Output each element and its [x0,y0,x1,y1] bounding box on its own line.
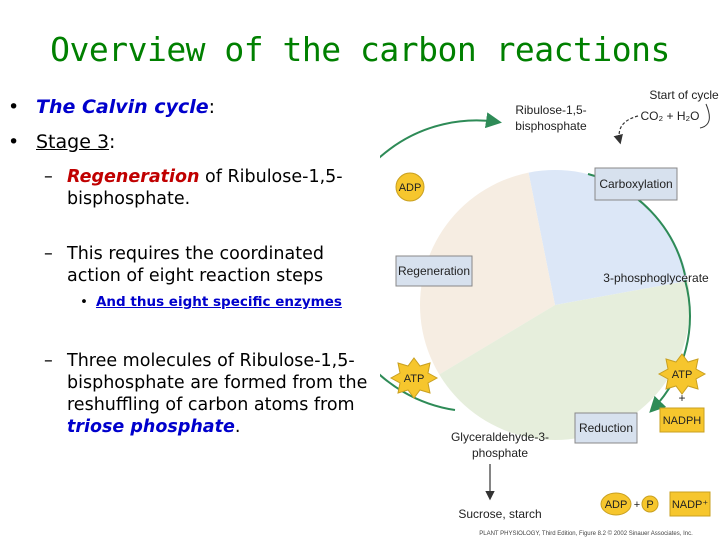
adp-badge-left [395,172,425,202]
start-of-cycle-label: Start of cycle [649,88,719,102]
nadph-label: NADPH [663,415,702,427]
atp-burst-right [657,353,707,395]
regeneration-emphasis: Regeneration [67,167,200,187]
region-reduction [420,275,690,440]
bullet-stage-3: •Stage 3: [8,131,116,153]
nadp-label: NADP⁺ [672,499,709,511]
carboxylation-box [594,167,678,201]
sub-bullet-regeneration: – Regeneration of Ribulose-1,5- bisphosp… [44,167,343,209]
enzymes-link[interactable]: And thus eight specific enzymes [95,294,342,310]
co2-h2o-label: CO₂ + H₂O [641,109,700,123]
slide-title: Overview of the carbon reactions [50,30,670,69]
adp-badge-bottom [600,492,632,516]
regeneration-box [395,255,473,287]
rubp-label-2: bisphosphate [515,119,587,133]
sub-bullet-eight-steps: – This requires the coordinated action o… [44,244,324,286]
reduction-box [574,412,638,444]
g3p-label-1: Glyceraldehyde-3- [451,430,549,444]
svg-text:+: + [634,499,640,511]
co2-input-arrow [613,115,639,145]
sucrose-starch-label: Sucrose, starch [458,507,541,521]
figure-credit: PLANT PHYSIOLOGY, Third Edition, Figure … [479,530,693,537]
adp-label-left: ADP [399,182,422,194]
region-regeneration [420,170,555,410]
sub-bullet-three-molecules: – Three molecules of Ribulose-1,5- bisph… [44,351,368,437]
rubp-label-1: Ribulose-1,5- [515,103,586,117]
nadph-box [659,407,705,433]
reduction-label: Reduction [579,421,633,435]
adp-label-bottom: ADP [605,499,628,511]
phosphate-label: P [646,499,653,511]
plus-sign: + [678,391,685,405]
calvin-cycle-label: The Calvin cycle [36,96,209,118]
pga-label: 3-phosphoglycerate [603,271,709,285]
calvin-cycle-diagram: Start of cycle CO₂ + H₂O Ribulose-1,5- b… [380,88,719,537]
bullet-calvin-cycle: •The Calvin cycle: [8,96,216,118]
stage-3-label: Stage 3 [36,131,110,153]
carboxylation-label: Carboxylation [599,177,672,191]
atp-label-left: ATP [404,373,425,385]
sub-sub-bullet-enzymes: •And thus eight specific enzymes [80,294,342,310]
g3p-label-2: phosphate [472,446,528,460]
regeneration-label: Regeneration [398,264,470,278]
cycle-arc-left [380,112,502,411]
atp-burst-left [389,357,439,399]
phosphate-badge [641,495,659,513]
triose-phosphate-emphasis: triose phosphate [67,417,235,437]
atp-label-right: ATP [672,369,693,381]
nadp-box [669,491,711,517]
cycle-arc-right-lower [649,279,691,413]
